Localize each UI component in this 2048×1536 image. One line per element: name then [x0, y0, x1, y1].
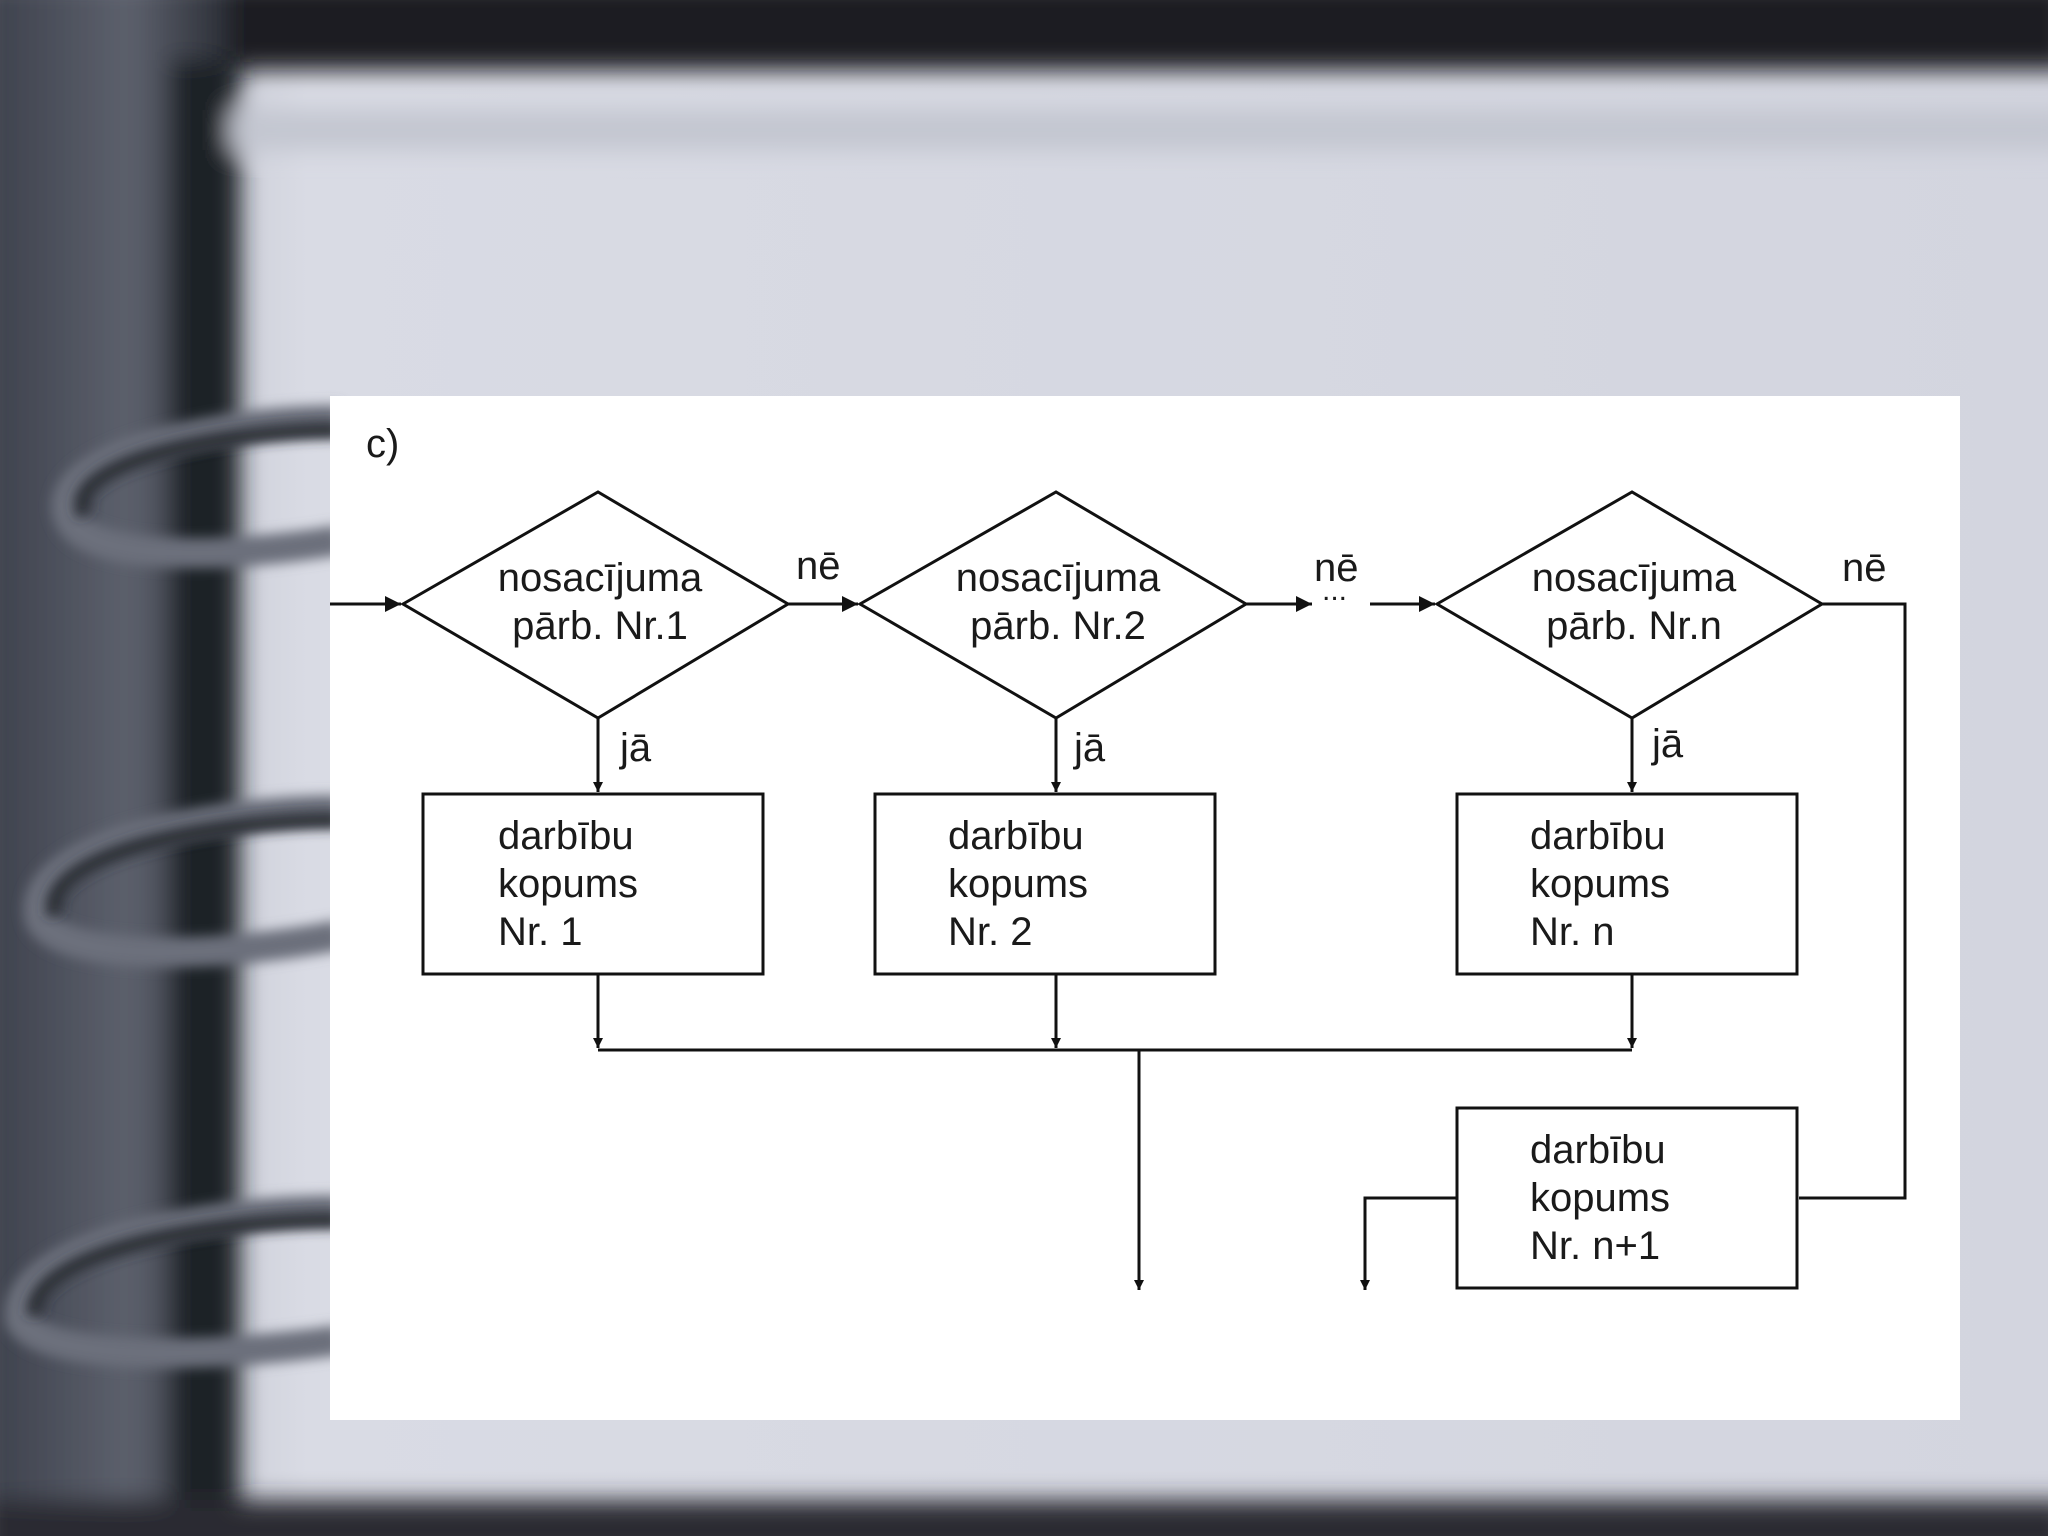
action-block-1-text: darbību kopums Nr. 1 [498, 812, 638, 956]
decision-n-text: nosacījuma pārb. Nr.n [1532, 554, 1737, 650]
action-block-n-line3: Nr. n [1530, 910, 1615, 954]
action-block-n-plus-1-text: darbību kopums Nr. n+1 [1530, 1126, 1670, 1270]
action-block-n-line1: darbību [1530, 814, 1666, 858]
action-block-2-line2: kopums [948, 862, 1089, 906]
action-block-n-plus-1-line1: darbību [1530, 1128, 1666, 1172]
no-label-1: nē [796, 544, 841, 588]
action-block-1-line1: darbību [498, 814, 634, 858]
decision-1-line2: pārb. Nr.1 [512, 604, 688, 648]
action-block-1-line3: Nr. 1 [498, 910, 583, 954]
decision-2-line2: pārb. Nr.2 [970, 604, 1146, 648]
yes-label-2: jā [1074, 726, 1106, 770]
action-block-2-line3: Nr. 2 [948, 910, 1033, 954]
action-block-1-line2: kopums [498, 862, 639, 906]
action-block-n-plus-1 [1455, 1106, 1799, 1290]
decision-n-line2: pārb. Nr.n [1546, 604, 1722, 648]
action-block-2-line1: darbību [948, 814, 1084, 858]
action-block-2 [873, 792, 1217, 976]
action-block-n-plus-1-line2: kopums [1530, 1176, 1671, 1220]
decision-2-line1: nosacījuma [955, 556, 1161, 600]
no-label-n: nē [1842, 546, 1887, 590]
no-label-2: nē [1314, 546, 1359, 590]
flowchart-panel: c) nosacījuma pārb. Nr.1 nosacījuma pārb… [330, 396, 1960, 1420]
action-block-2-text: darbību kopums Nr. 2 [948, 812, 1088, 956]
ellipsis-label: ... [1322, 574, 1348, 607]
action-block-1 [421, 792, 765, 976]
action-block-n-text: darbību kopums Nr. n [1530, 812, 1670, 956]
action-block-n-line2: kopums [1530, 862, 1671, 906]
decision-1-text: nosacījuma pārb. Nr.1 [498, 554, 703, 650]
decision-2-text: nosacījuma pārb. Nr.2 [956, 554, 1161, 650]
decision-n-line1: nosacījuma [1531, 556, 1737, 600]
action-block-n-plus-1-line3: Nr. n+1 [1530, 1224, 1661, 1268]
panel-label: c) [366, 422, 400, 466]
yes-label-1: jā [620, 726, 652, 770]
decision-1-line1: nosacījuma [497, 556, 703, 600]
flowchart-lines [330, 490, 1907, 1290]
yes-label-n: jā [1652, 722, 1684, 766]
action-block-n [1455, 792, 1799, 976]
